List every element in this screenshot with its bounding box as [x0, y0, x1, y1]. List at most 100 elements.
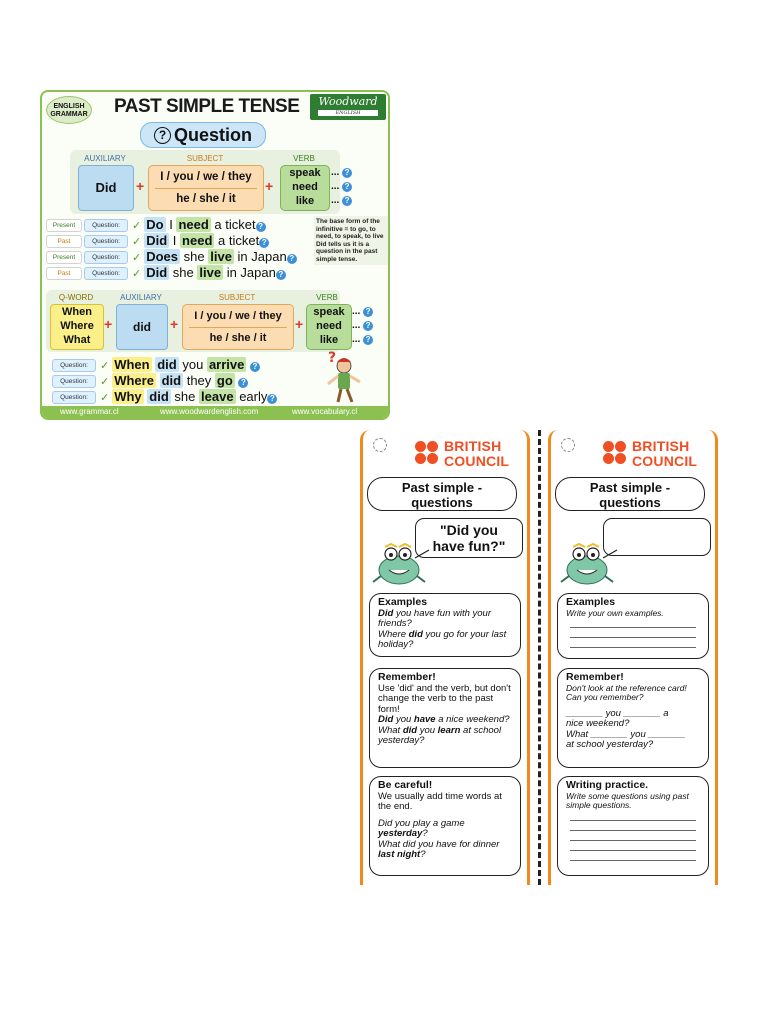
subject-word: you	[182, 357, 204, 372]
writing-line[interactable]	[570, 831, 696, 841]
rest-words: in Japan	[237, 249, 287, 264]
verb-box: speak need like	[280, 165, 330, 211]
question-mark-icon: ?	[153, 127, 171, 144]
writing-line[interactable]	[570, 618, 696, 628]
writing-practice-card[interactable]: Writing practice. Write some questions u…	[557, 776, 709, 876]
title-line-2: questions	[599, 495, 661, 510]
aux-box-did-lower: did	[116, 304, 168, 350]
question-tag: Question:	[84, 219, 128, 232]
examples-card: Examples Did you have fun with your frie…	[369, 593, 521, 657]
aux-word: did	[147, 389, 171, 404]
plus-icon: +	[104, 316, 113, 332]
verb-box: speak need like	[306, 304, 352, 350]
bold-word: learn	[437, 724, 461, 736]
careful-text: We usually add time words at the end.	[378, 790, 502, 812]
aux-word: Do	[144, 217, 166, 232]
gap-fill-1[interactable]: _______ you _______ a	[566, 707, 669, 719]
rest-words: a ticket	[218, 233, 260, 248]
writing-line[interactable]	[570, 821, 696, 831]
rest-words: in Japan	[226, 265, 276, 280]
writing-line[interactable]	[570, 841, 696, 851]
question-dot-icon: ?	[342, 196, 353, 206]
aux-header: AUXILIARY	[120, 293, 162, 302]
subject-word: they	[186, 373, 212, 388]
question-dot-icon: ?	[286, 254, 297, 264]
text-span: Where	[378, 628, 409, 640]
footer-link-vocabulary[interactable]: www.vocabulary.cl	[292, 407, 358, 416]
writing-line[interactable]	[570, 851, 696, 861]
verb-like: like	[295, 195, 315, 207]
verb-word: live	[197, 265, 224, 280]
question-dot-icon: ?	[238, 378, 249, 388]
gap-fill-1-end: nice weekend?	[566, 718, 630, 729]
text-span: Did you play a game	[378, 817, 465, 829]
subject-plural: I / you / we / they	[189, 305, 287, 328]
aux-word: Does	[144, 249, 181, 264]
question-dot-icon: ?	[363, 335, 374, 345]
card-heading: Remember!	[566, 671, 624, 683]
plus-icon: +	[170, 316, 179, 332]
qword-when: When	[62, 306, 92, 318]
punch-hole-icon	[561, 438, 575, 452]
brand-sub: ENGLISH	[318, 110, 378, 116]
text-span: you have fun with your friends?	[378, 607, 492, 629]
aux-word: did	[159, 373, 184, 388]
card-heading: Be careful!	[378, 779, 433, 791]
subject-singular: he / she / it	[209, 332, 267, 344]
verb-word: go	[214, 373, 235, 388]
subject-word: I	[172, 233, 177, 248]
british-council-logo: BRITISH COUNCIL	[415, 439, 525, 469]
verb-word: leave	[199, 389, 236, 404]
writing-line[interactable]	[570, 811, 696, 821]
bubble-line-2: have fun?"	[432, 538, 506, 554]
remember-text: Use 'did' and the verb, but don't change…	[378, 682, 511, 715]
bold-word: yesterday	[378, 828, 423, 839]
aux-word: did	[155, 357, 179, 372]
gap-fill-2[interactable]: What _______ you _______	[566, 728, 686, 740]
check-icon: ✓	[132, 268, 142, 280]
bold-word: have	[413, 714, 436, 725]
british-council-dots-icon	[603, 441, 627, 465]
card-instruction: Write your own examples.	[566, 607, 664, 618]
writing-line[interactable]	[570, 628, 696, 638]
verb-header: VERB	[293, 154, 315, 163]
writing-line[interactable]	[570, 638, 696, 648]
tense-tag: Past	[46, 267, 82, 280]
logo-text: BRITISH COUNCIL	[444, 439, 509, 469]
verb-word: live	[208, 249, 234, 264]
question-dot-icon: ?	[250, 362, 260, 372]
woodward-logo: Woodward ENGLISH	[310, 94, 386, 120]
footer-link-woodward[interactable]: www.woodwardenglish.com	[160, 407, 259, 416]
text-span: What did you have for dinner	[378, 838, 500, 850]
examples-write-card[interactable]: Examples Write your own examples.	[557, 593, 709, 659]
bubble-line-1: "Did you	[440, 522, 498, 538]
question-tag: Question:	[84, 235, 128, 248]
verb-word: need	[180, 233, 215, 248]
empty-speech-bubble[interactable]	[603, 518, 711, 556]
subject-plural: I / you / we / they	[155, 166, 257, 189]
tense-tag: Present	[46, 219, 82, 232]
wh-example-rows: Question:✓When did you arrive ? Question…	[50, 357, 278, 405]
qword-what: What	[63, 334, 91, 346]
question-dot-icon: ?	[342, 168, 353, 178]
bold-word: did	[408, 628, 423, 640]
logo-line-2: COUNCIL	[444, 453, 510, 469]
past-simple-infographic: ENGLISH GRAMMAR PAST SIMPLE TENSE Woodwa…	[40, 90, 390, 420]
subject-header: SUBJECT	[186, 154, 224, 163]
qword: Where	[112, 373, 156, 388]
bold-word: Did	[378, 607, 394, 619]
verb-speak: speak	[289, 167, 321, 179]
monster-mascot-icon	[560, 542, 618, 585]
ellipsis: ...	[352, 320, 361, 331]
careful-example-1: Did you play a game yesterday?	[378, 817, 512, 840]
footer-link-grammar[interactable]: www.grammar.cl	[60, 407, 119, 416]
card-heading: Writing practice.	[566, 779, 649, 791]
verb-word: need	[176, 217, 211, 232]
qword-header: Q-WORD	[58, 293, 94, 302]
plus-icon: +	[265, 178, 274, 194]
ellipsis: ...	[331, 167, 340, 178]
